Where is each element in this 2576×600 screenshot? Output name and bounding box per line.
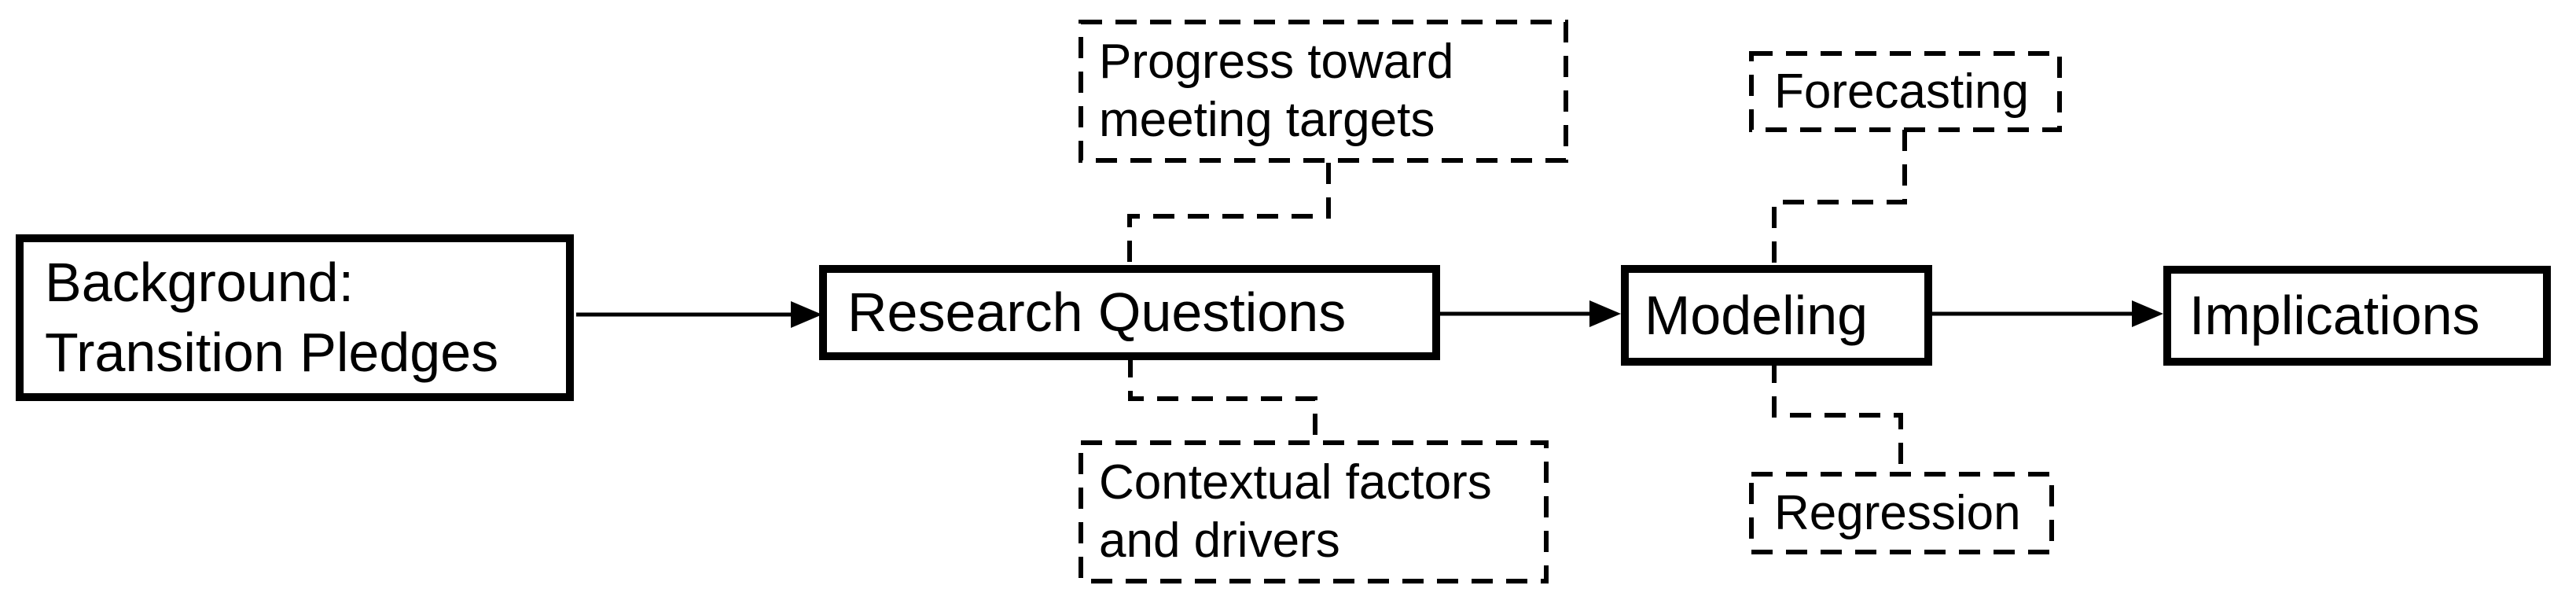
connector-forecasting-to-modeling xyxy=(1772,130,1907,269)
node-research-questions-box xyxy=(819,265,1440,360)
node-implications-box xyxy=(2163,266,2551,366)
arrowhead-modeling-to-implications xyxy=(2132,300,2163,327)
arrowhead-background-to-research-questions xyxy=(791,301,822,328)
node-progress-box xyxy=(1079,20,1568,163)
node-research-questions-label: Research Questions xyxy=(847,282,1347,343)
node-modeling-label: Modeling xyxy=(1644,284,1869,346)
connector-progress-to-research-questions xyxy=(1127,163,1331,269)
node-implications-label: Implications xyxy=(2189,285,2480,346)
node-regression-box xyxy=(1749,472,2054,554)
node-modeling-box xyxy=(1621,265,1932,366)
node-progress-label: Progress toward meeting targets xyxy=(1099,35,1454,147)
node-background-label: Background: Transition Pledges xyxy=(45,252,499,383)
node-forecasting-box xyxy=(1749,51,2062,132)
node-forecasting-label: Forecasting xyxy=(1774,64,2029,119)
node-contextual-box xyxy=(1079,440,1549,583)
node-contextual-label: Contextual factors and drivers xyxy=(1099,455,1492,568)
node-background-box xyxy=(16,234,574,401)
connector-research-questions-to-contextual xyxy=(1128,356,1317,443)
node-regression-label: Regression xyxy=(1774,485,2021,540)
connector-modeling-to-regression xyxy=(1772,362,1903,474)
arrowhead-research-questions-to-modeling xyxy=(1589,300,1621,327)
